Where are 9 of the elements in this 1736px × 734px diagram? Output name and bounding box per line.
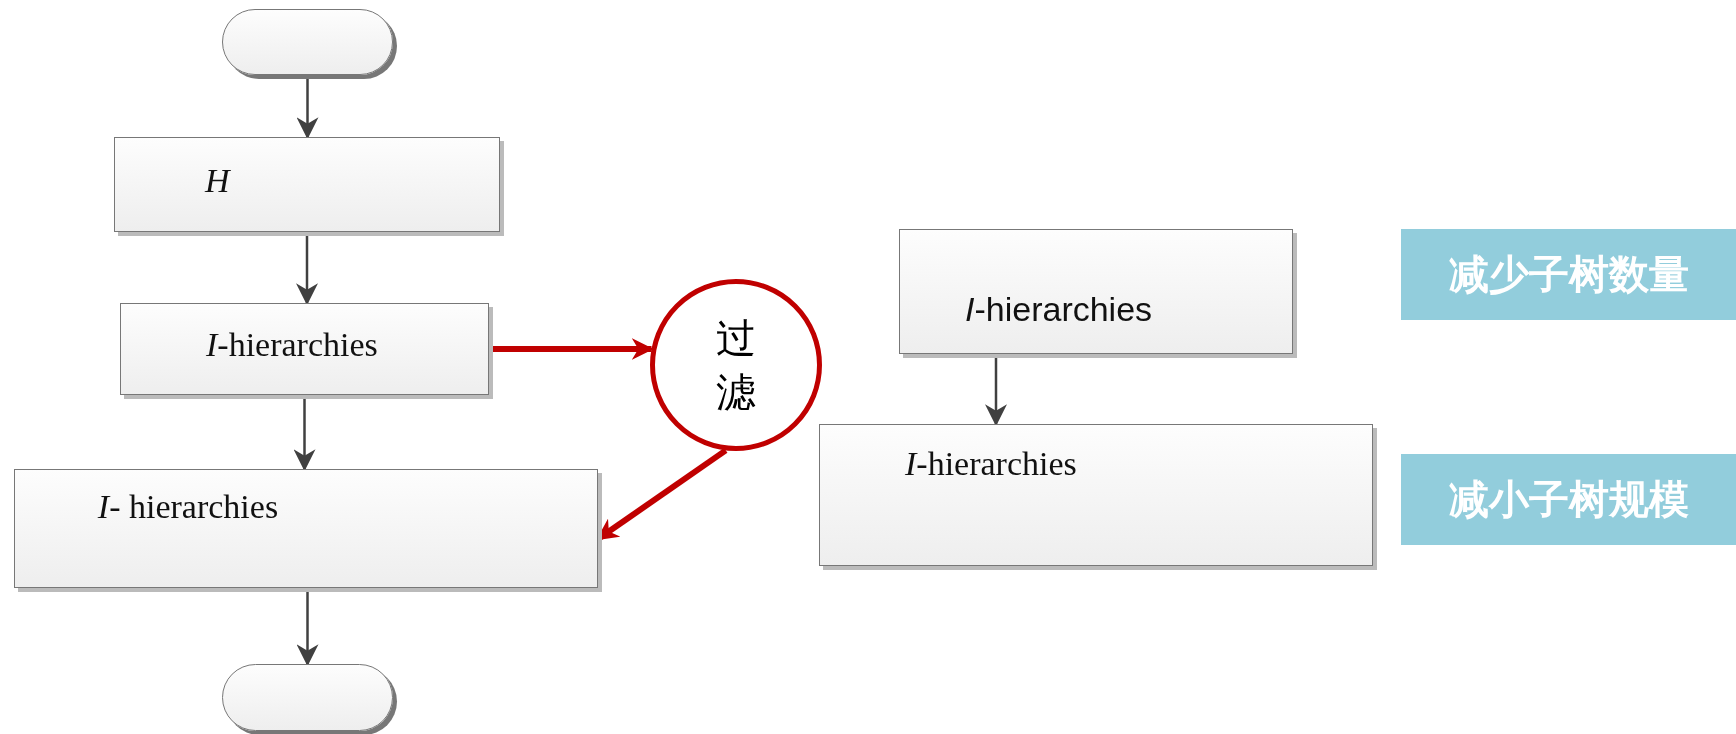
box-label: I-hierarchies [965, 290, 1153, 329]
filter-circle: 过滤 [650, 279, 822, 451]
box-label: I-hierarchies [206, 326, 378, 364]
note-banner: 减小子树规模 [1401, 454, 1736, 545]
box-label: I-hierarchies [905, 445, 1077, 483]
note-banner: 减少子树数量 [1401, 229, 1736, 320]
box-label: I- hierarchies [96, 487, 280, 527]
box-label: H [205, 162, 230, 200]
terminator-shape [222, 664, 393, 731]
